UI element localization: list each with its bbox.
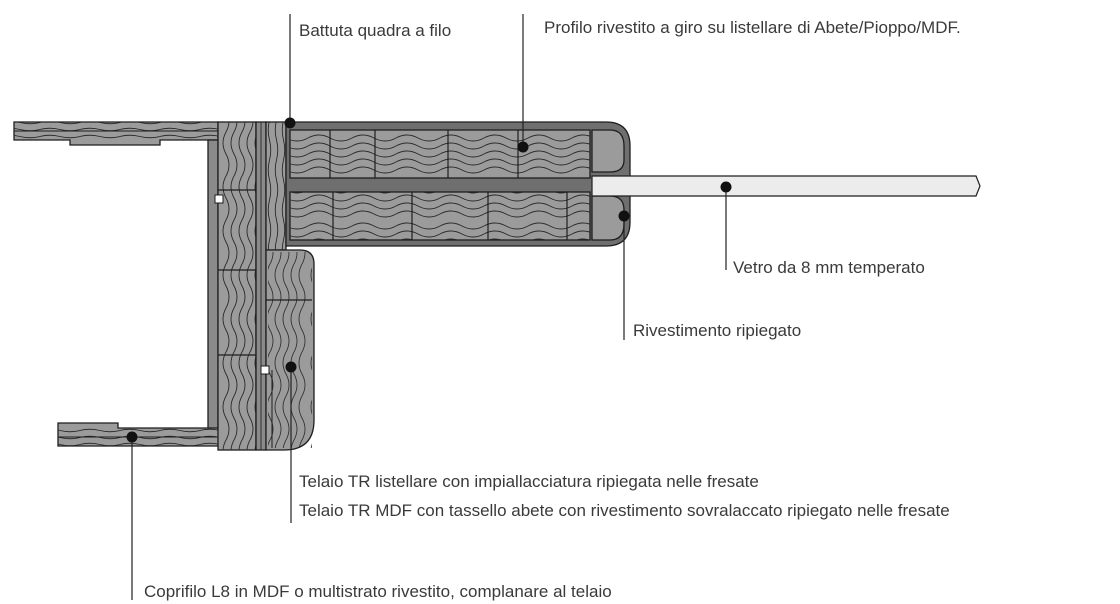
leader-telaio xyxy=(285,361,297,523)
label-telaio-mdf: Telaio TR MDF con tassello abete con riv… xyxy=(299,501,950,520)
coprifilo-bottom xyxy=(57,422,269,447)
marker-dot xyxy=(126,431,138,443)
label-coprifilo: Coprifilo L8 in MDF o multistrato rivest… xyxy=(144,582,612,601)
marker-dot xyxy=(285,361,297,373)
label-vetro: Vetro da 8 mm temperato xyxy=(733,258,925,277)
profilo-block xyxy=(285,121,631,247)
leader-vetro xyxy=(720,181,732,270)
label-rivestimento: Rivestimento ripiegato xyxy=(633,321,801,340)
marker-dot xyxy=(618,210,630,222)
leader-profilo xyxy=(517,14,529,153)
glass-pane xyxy=(591,175,981,197)
label-battuta: Battuta quadra a filo xyxy=(299,21,451,40)
label-telaio-listellare: Telaio TR listellare con impiallacciatur… xyxy=(299,472,759,491)
leader-coprifilo xyxy=(126,431,138,600)
marker-dot xyxy=(284,117,296,129)
marker-dot xyxy=(720,181,732,193)
telaio-frame xyxy=(207,121,315,451)
marker-dot xyxy=(517,141,529,153)
label-profilo: Profilo rivestito a giro su listellare d… xyxy=(544,18,961,37)
leader-rivestimento xyxy=(618,210,630,340)
coprifilo-top xyxy=(13,121,219,146)
leader-battuta xyxy=(284,14,296,129)
